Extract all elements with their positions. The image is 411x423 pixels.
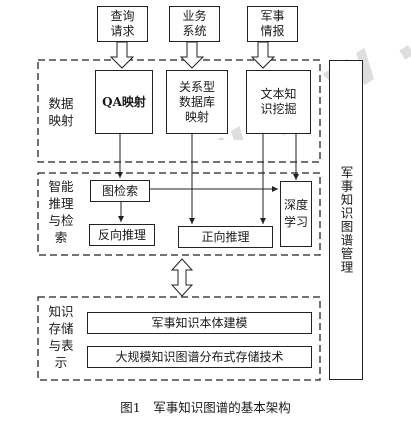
storage-layer-label: 知识 存储 与表 示 <box>48 304 74 370</box>
qa-mapping-box: QA映射 <box>95 70 153 134</box>
deep-learning-box: 深度 学习 <box>280 181 312 247</box>
mapping-layer-label: 数据 映射 <box>48 96 74 128</box>
text-knowledge-mining-box: 文本知 识挖掘 <box>246 70 311 134</box>
kg-management-label: 军事知识图谱管理 <box>338 166 354 274</box>
hollow-arrow-query <box>109 41 135 69</box>
ontology-modeling-box: 军事知识本体建模 <box>87 312 312 334</box>
input-query-request: 查询 请求 <box>97 6 148 42</box>
figure-caption: 图1 军事知识图谱的基本架构 <box>120 400 291 415</box>
storage-layer-frame <box>37 296 321 381</box>
graph-retrieval-box: 图检索 <box>90 180 150 202</box>
distributed-storage-box: 大规模知识图谱分布式存储技术 <box>87 346 312 368</box>
input-military-intel: 军事 情报 <box>247 6 298 42</box>
double-arrow-reasoning-storage <box>170 258 194 297</box>
input-business-system: 业务 系统 <box>169 6 220 42</box>
reasoning-layer-frame <box>37 172 321 256</box>
hollow-arrow-intel <box>250 41 276 69</box>
reasoning-layer-label: 智能 推理 与检 索 <box>48 179 74 245</box>
kg-management-panel: 军事知识图谱管理 <box>329 60 363 380</box>
hollow-arrow-business <box>179 41 205 69</box>
relational-db-mapping-box: 关系型 数据库 映射 <box>166 70 228 134</box>
backward-reasoning-box: 反向推理 <box>89 224 155 246</box>
forward-reasoning-box: 正向推理 <box>178 226 273 248</box>
mapping-layer-frame <box>37 59 321 163</box>
